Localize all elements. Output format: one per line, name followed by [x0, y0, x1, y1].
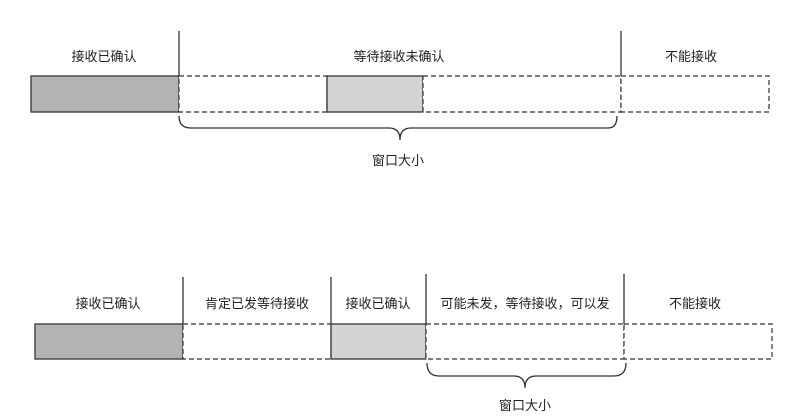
top-waiting-box-2	[422, 75, 622, 113]
bottom-window-brace	[426, 362, 627, 389]
top-window-brace	[178, 115, 618, 141]
bottom-sent-waiting-box	[182, 323, 332, 360]
top-waiting-box-1	[178, 75, 328, 113]
top-header-waiting: 等待接收未确认	[353, 49, 444, 65]
bottom-header-can-send: 可能未发，等待接收，可以发	[440, 296, 609, 312]
top-header-cannot: 不能接收	[665, 49, 717, 65]
top-cannot-box	[620, 75, 770, 113]
top-highlight-box	[326, 75, 424, 113]
top-window-label: 窗口大小	[372, 153, 424, 169]
top-acked-box	[30, 75, 180, 113]
bottom-acked-box	[34, 323, 184, 360]
bottom-header-acked-2: 接收已确认	[345, 296, 410, 312]
bottom-header-sent-waiting: 肯定已发等待接收	[205, 296, 309, 312]
bottom-cannot-box	[623, 323, 773, 360]
top-header-acked: 接收已确认	[71, 49, 136, 65]
bottom-window-label: 窗口大小	[499, 398, 551, 414]
bottom-header-cannot: 不能接收	[669, 296, 721, 312]
top-diagram: 接收已确认 等待接收未确认 不能接收 窗口大小	[30, 31, 770, 169]
bottom-acked-box-2	[330, 323, 427, 360]
bottom-can-send-box	[425, 323, 625, 360]
bottom-header-acked: 接收已确认	[75, 296, 140, 312]
bottom-diagram: 接收已确认 肯定已发等待接收 接收已确认 可能未发，等待接收，可以发 不能接收 …	[34, 274, 773, 414]
